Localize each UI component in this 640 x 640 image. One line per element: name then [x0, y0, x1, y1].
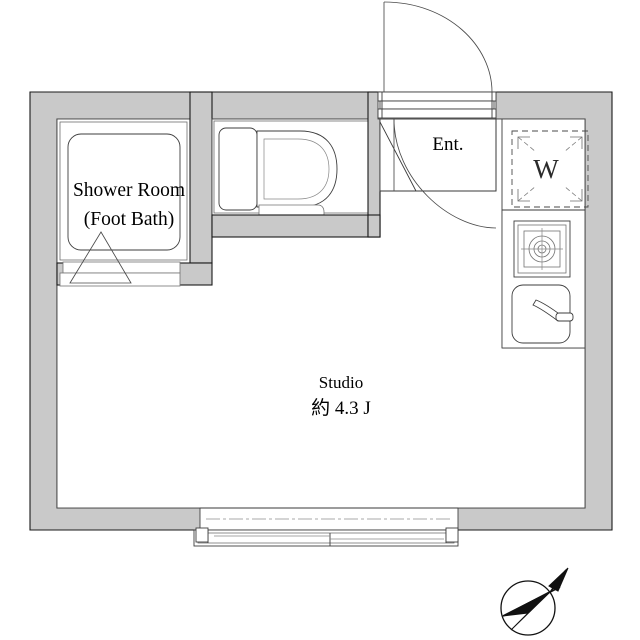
kitchen-area: W	[501, 119, 589, 349]
kitchen-sink	[511, 284, 574, 344]
washer-arrowhead-br	[570, 189, 583, 202]
balcony-track	[197, 532, 455, 544]
washer-label: W	[533, 154, 559, 184]
shower-room	[56, 91, 213, 287]
washer-arrow-tr	[563, 136, 583, 153]
shower-wall-stub-right	[177, 262, 213, 286]
toilet-tank	[218, 127, 258, 211]
entry-door[interactable]	[377, 1, 497, 119]
compass-north-line	[550, 569, 567, 592]
entry-door-swing-arc	[383, 1, 493, 93]
interior-door[interactable]	[393, 118, 497, 229]
compass-needle-south	[510, 590, 552, 631]
entry-door-frame-outer	[377, 91, 497, 102]
shower-room-outline	[59, 121, 188, 261]
shower-door-panel-lower[interactable]	[59, 272, 181, 287]
studio-label: Studio	[319, 373, 363, 392]
washer-arrowhead-tl	[517, 136, 530, 149]
entrance-floor	[379, 118, 497, 192]
shower-door[interactable]	[59, 231, 181, 287]
washer-arrow-tl	[517, 136, 537, 153]
shower-partition-wall	[189, 91, 213, 264]
studio-room: Studio 約 4.3 J	[311, 373, 371, 419]
toilet-bowl	[256, 130, 338, 208]
bathtub	[67, 133, 181, 251]
entrance-area: Ent.	[367, 1, 497, 238]
washing-machine-space: W	[511, 130, 589, 208]
genkan-step-edge	[379, 121, 417, 192]
toilet-bowl-rim	[263, 138, 330, 200]
window-jamb-right	[445, 527, 459, 543]
washer-outline	[511, 130, 589, 208]
shower-room-label: Shower Room	[73, 180, 185, 201]
entry-door-frame-inner	[377, 108, 497, 119]
washer-arrow-br	[563, 185, 583, 202]
balcony-sliding-window[interactable]	[193, 507, 459, 547]
gas-stove	[513, 220, 571, 278]
washer-arrow-bl	[517, 185, 537, 202]
kitchen-faucet-base	[555, 312, 574, 322]
entrance-label: Ent.	[432, 134, 463, 155]
interior-door-swing-arc	[393, 118, 497, 229]
entry-door-leaf[interactable]	[379, 100, 495, 110]
studio-area-label: 約 4.3 J	[311, 397, 371, 419]
toilet-bottom-wall	[211, 214, 381, 238]
north-arrow	[500, 567, 569, 636]
entrance-wall-nub	[367, 214, 381, 238]
toilet-room	[211, 91, 381, 238]
compass-axis	[502, 586, 561, 617]
washer-arrowhead-tr	[570, 136, 583, 149]
foot-bath-label: (Foot Bath)	[84, 209, 174, 230]
shower-door-swing-indicator	[69, 231, 132, 284]
window-jamb-left	[195, 527, 209, 543]
washer-arrowhead-bl	[517, 189, 530, 202]
